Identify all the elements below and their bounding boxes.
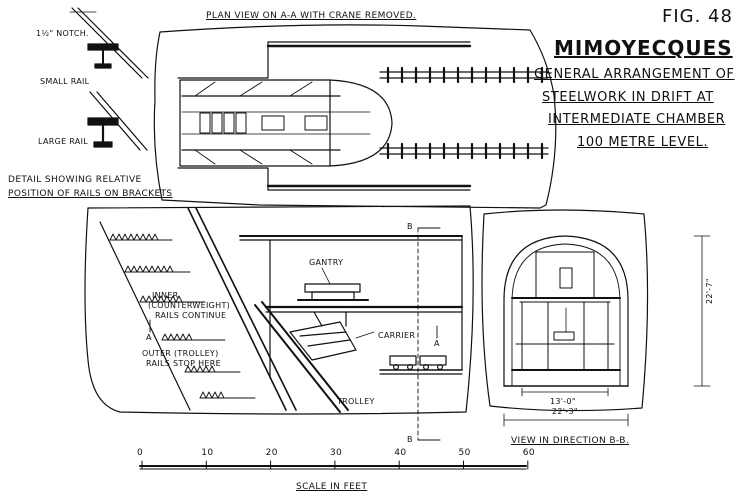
subtitle-line-2: STEELWORK IN DRIFT AT — [542, 90, 714, 105]
subtitle-line-3: INTERMEDIATE CHAMBER — [548, 112, 726, 127]
gantry-label: GANTRY — [309, 258, 344, 267]
figure-number: FIG. 48 — [662, 6, 733, 27]
inner-rails-label-2: (COUNTERWEIGHT) — [148, 301, 231, 310]
large-rail-label: LARGE RAIL — [38, 137, 88, 146]
view-bb-arch — [503, 235, 629, 387]
section-mark-b-bottom: B — [407, 435, 413, 444]
detail-title-line-2: POSITION OF RAILS ON BRACKETS — [8, 189, 173, 199]
view-bb-dimensions — [503, 235, 711, 427]
scale-tick-label: 20 — [265, 448, 278, 458]
scale-tick-label: 40 — [394, 448, 407, 458]
plan-crane-blocks — [199, 112, 328, 134]
scale-ticks — [141, 460, 529, 470]
plan-track-upper — [379, 66, 549, 84]
section-rock-outline — [84, 205, 474, 415]
scale-tick-label: 10 — [201, 448, 214, 458]
notch-label: 1½" NOTCH. — [36, 29, 89, 38]
view-bb-framing — [511, 251, 621, 371]
plan-drift-wall-bottom — [177, 167, 471, 191]
diagram-title: MIMOYECQUES — [554, 36, 733, 60]
plan-view — [153, 24, 557, 209]
small-rail-label: SMALL RAIL — [40, 77, 90, 86]
subtitle-line-1: GENERAL ARRANGEMENT OF — [534, 67, 735, 82]
section-mark-a-left: A — [146, 333, 152, 342]
rail-brackets — [109, 233, 256, 399]
trolley-wagons — [389, 355, 447, 371]
rail-details — [69, 7, 149, 151]
section-marker-b — [417, 227, 441, 441]
section-marker-a — [149, 319, 438, 339]
gantry — [297, 267, 369, 301]
small-rail-detail — [69, 7, 149, 79]
inner-rails-label-1: INNER — [152, 291, 179, 300]
detail-title-line-1: DETAIL SHOWING RELATIVE — [8, 175, 142, 185]
scale-bar — [139, 460, 529, 470]
scale-tick-label: 50 — [458, 448, 471, 458]
view-bb-caption: VIEW IN DIRECTION B-B. — [511, 436, 630, 446]
carrier — [289, 311, 375, 361]
view-bb — [481, 209, 711, 427]
plan-view-title: PLAN VIEW ON A-A WITH CRANE REMOVED. — [206, 11, 417, 21]
inclined-shaft — [99, 207, 349, 413]
chamber-structure — [239, 235, 464, 379]
inner-rails-label-3: RAILS CONTINUE — [155, 311, 227, 320]
trolley-label: TROLLEY — [337, 397, 375, 406]
inner-width-dimension: 13'-0" — [550, 397, 576, 406]
scale-label: SCALE IN FEET — [296, 482, 368, 492]
plan-bracing — [194, 81, 313, 165]
large-rail-detail — [87, 91, 148, 151]
view-bb-rock-outline — [481, 209, 649, 412]
subtitle-line-4: 100 METRE LEVEL. — [577, 135, 709, 150]
main-section — [84, 205, 474, 441]
outer-width-dimension: 22'-3" — [552, 407, 578, 416]
plan-drift-wall-top — [177, 41, 471, 79]
scale-tick-label: 60 — [522, 448, 536, 458]
carrier-label: CARRIER — [378, 331, 416, 340]
height-dimension: 22'-7" — [705, 278, 714, 304]
section-mark-a-right: A — [434, 339, 440, 348]
plan-drift-nose — [329, 79, 393, 167]
outer-rails-label-1: OUTER (TROLLEY) — [142, 349, 219, 358]
plan-track-lower — [379, 142, 549, 160]
scale-tick-label: 30 — [329, 448, 343, 458]
scale-tick-label: 0 — [137, 448, 144, 458]
section-mark-b-top: B — [407, 222, 413, 231]
outer-rails-label-2: RAILS STOP HERE — [146, 359, 221, 368]
plan-rock-outline — [153, 24, 557, 209]
plan-chamber-bay — [179, 79, 331, 167]
